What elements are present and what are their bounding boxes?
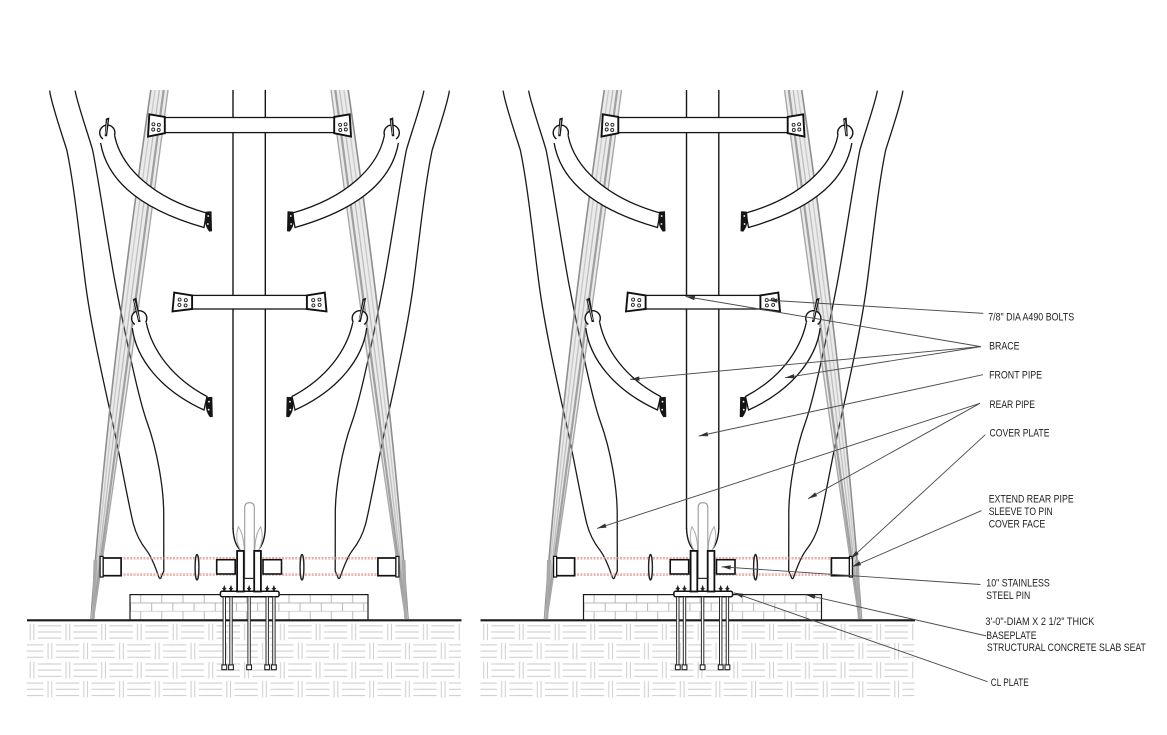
svg-text:COVER PLATE: COVER PLATE (990, 427, 1050, 439)
svg-text:EXTEND REAR PIPE: EXTEND REAR PIPE (989, 493, 1074, 505)
svg-text:REAR PIPE: REAR PIPE (990, 399, 1035, 411)
svg-text:CL PLATE: CL PLATE (991, 677, 1029, 689)
svg-text:10" STAINLESS: 10" STAINLESS (986, 578, 1050, 590)
svg-text:BRACE: BRACE (989, 341, 1020, 353)
svg-text:BASEPLATE: BASEPLATE (986, 630, 1036, 642)
svg-text:SLEEVE TO PIN: SLEEVE TO PIN (989, 506, 1053, 518)
svg-text:STRUCTURAL CONCRETE SLAB SEAT: STRUCTURAL CONCRETE SLAB SEAT (987, 642, 1146, 654)
svg-text:COVER FACE: COVER FACE (989, 518, 1045, 530)
svg-text:7/8" DIA A490 BOLTS: 7/8" DIA A490 BOLTS (988, 311, 1074, 323)
svg-text:STEEL PIN: STEEL PIN (986, 590, 1030, 602)
svg-text:FRONT PIPE: FRONT PIPE (989, 369, 1042, 381)
svg-text:3'-0"-DIAM X 2 1/2" THICK: 3'-0"-DIAM X 2 1/2" THICK (985, 616, 1095, 628)
